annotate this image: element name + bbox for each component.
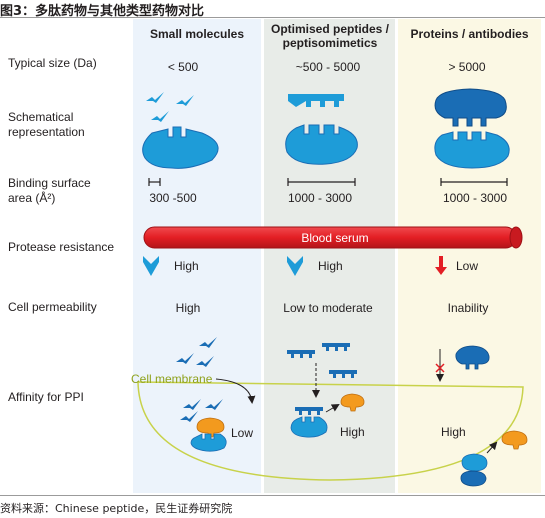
footer-divider <box>0 495 545 496</box>
permeability-value-small: High <box>176 301 201 315</box>
binding-surface-small: 300 -500 <box>149 191 197 205</box>
protein-displace-arrow <box>486 441 498 454</box>
blood-serum-tube <box>143 226 523 249</box>
cell-membrane-label: Cell membrane <box>131 372 213 386</box>
typical-size-peptide: ~500 - 5000 <box>295 60 361 74</box>
affinity-value-small: Low <box>231 426 253 440</box>
protease-value-peptide: High <box>318 259 343 273</box>
outside-peptides-icon <box>287 343 357 378</box>
typical-size-small: < 500 <box>167 60 199 74</box>
column-header-proteins: Proteins / antibodies <box>410 27 529 41</box>
column-header-peptides: Optimised peptides / peptisomimetics <box>270 22 390 50</box>
cell-membrane-curve <box>137 381 524 481</box>
column-bg-small-molecules <box>133 19 261 493</box>
column-header-small-molecules: Small molecules <box>149 27 245 41</box>
membrane-protein-icon <box>461 453 488 472</box>
ppi-partner-protein-icon <box>501 430 528 450</box>
typical-size-protein: > 5000 <box>448 60 486 74</box>
row-label-protease: Protease resistance <box>8 240 115 254</box>
permeability-value-protein: Inability <box>448 301 489 315</box>
membrane-protein-lower-icon <box>460 470 487 487</box>
peptide-ligand-icon <box>288 94 344 107</box>
ppi-partner-small-icon <box>196 417 225 438</box>
blood-serum-label: Blood serum <box>301 231 368 245</box>
blocked-x-icon <box>435 363 445 373</box>
row-label-typical-size: Typical size (Da) <box>8 56 97 70</box>
affinity-value-peptide: High <box>340 425 365 439</box>
protease-value-protein: Low <box>456 259 478 273</box>
peptide-displace-arrow <box>325 403 340 413</box>
membrane-pointer-arrow <box>215 378 256 404</box>
surface-scale-peptide-icon <box>287 178 356 186</box>
permeability-value-peptide: Low to moderate <box>283 301 373 315</box>
protease-arrow-protein-icon <box>435 256 447 275</box>
small-molecule-ligands-icon <box>146 92 194 122</box>
protein-ligand-icon <box>434 88 507 127</box>
row-label-schematic: Schematical representation <box>8 110 85 139</box>
ppi-partner-peptide-icon <box>340 393 365 412</box>
protease-arrow-peptide-icon <box>287 256 303 276</box>
outside-small-molecules-icon <box>176 337 217 367</box>
figure-title: 图3：多肽药物与其他类型药物对比 <box>0 4 205 19</box>
inside-small-molecules-icon <box>180 399 223 422</box>
surface-scale-protein-icon <box>440 178 508 186</box>
ppi-receptor-small-icon <box>190 433 227 452</box>
small-molecule-receptor-icon <box>142 126 219 169</box>
source-note: 资料来源：Chinese peptide，民生证券研究院 <box>0 502 233 515</box>
outside-protein-icon <box>455 345 490 370</box>
row-label-binding-surface: Binding surface area (Å²) <box>8 176 91 205</box>
title-divider <box>0 17 545 18</box>
surface-scale-small-icon <box>148 178 161 186</box>
protease-arrow-small-icon <box>143 256 159 276</box>
ppi-receptor-peptide-icon <box>290 416 328 438</box>
protease-value-small: High <box>174 259 199 273</box>
row-label-permeability: Cell permeability <box>8 300 97 314</box>
peptide-receptor-icon <box>285 124 358 165</box>
protein-receptor-icon <box>434 131 510 169</box>
affinity-value-protein: High <box>441 425 466 439</box>
inside-peptide-icon <box>295 407 323 415</box>
binding-surface-protein: 1000 - 3000 <box>442 191 508 205</box>
row-label-affinity: Affinity for PPI <box>8 390 84 404</box>
binding-surface-peptide: 1000 - 3000 <box>287 191 353 205</box>
